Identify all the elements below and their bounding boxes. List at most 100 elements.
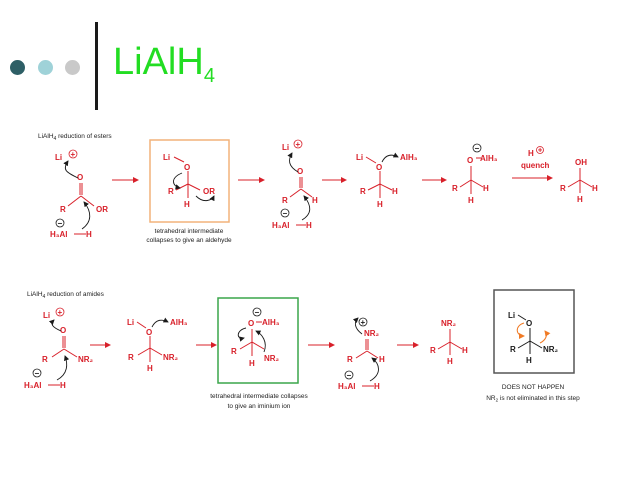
svg-text:Li: Li <box>356 153 363 162</box>
svg-text:H: H <box>392 187 398 196</box>
svg-text:−: − <box>255 308 260 317</box>
svg-text:O: O <box>184 163 190 172</box>
svg-text:O: O <box>77 173 83 182</box>
svg-text:Li: Li <box>163 153 170 162</box>
svg-text:H: H <box>462 346 468 355</box>
svg-text:R: R <box>282 196 288 205</box>
svg-text:R: R <box>42 355 48 364</box>
svg-text:−: − <box>35 369 40 378</box>
svg-text:H: H <box>374 382 380 391</box>
svg-text:R: R <box>60 205 66 214</box>
svg-text:R: R <box>560 184 566 193</box>
svg-text:H₃Al: H₃Al <box>338 382 355 391</box>
svg-text:+: + <box>538 146 543 155</box>
amine-product: NR₂ R H H <box>430 319 468 366</box>
svg-text:H: H <box>447 357 453 366</box>
bullet-dot-dark <box>10 60 25 75</box>
svg-text:H₃Al: H₃Al <box>272 221 289 230</box>
svg-text:OR: OR <box>96 205 108 214</box>
svg-text:H: H <box>577 195 583 204</box>
svg-text:H: H <box>86 230 92 239</box>
does-not-happen-structure: Li O R NR₂ H <box>508 311 559 365</box>
svg-text:−: − <box>58 219 63 228</box>
svg-text:AlH₃: AlH₃ <box>400 153 418 162</box>
esters-caption-1: tetrahedral intermediate <box>155 228 224 235</box>
svg-text:H: H <box>468 196 474 205</box>
svg-text:O: O <box>248 319 254 328</box>
svg-text:H: H <box>526 356 532 365</box>
svg-text:R: R <box>430 346 436 355</box>
amides-section: LiAlH4 reduction of amides Li + O R NR₂ … <box>24 289 580 410</box>
esters-section: LiAlH4 reduction of esters Li + O R OR −… <box>38 133 598 244</box>
svg-text:NR₂: NR₂ <box>364 329 380 338</box>
esters-heading: LiAlH4 reduction of esters <box>38 133 112 142</box>
aldehyde-molecule: Li + O R H − H₃Al H <box>272 139 318 230</box>
svg-text:NR₂: NR₂ <box>163 353 179 362</box>
svg-text:O: O <box>146 328 152 337</box>
svg-text:OR: OR <box>203 187 215 196</box>
svg-text:NR₂: NR₂ <box>441 319 457 328</box>
svg-text:R: R <box>452 184 458 193</box>
svg-text:O: O <box>60 326 66 335</box>
svg-text:R: R <box>168 187 174 196</box>
svg-text:R: R <box>360 187 366 196</box>
svg-text:R: R <box>347 355 353 364</box>
svg-text:H: H <box>528 149 534 158</box>
svg-text:AlH₃: AlH₃ <box>262 318 280 327</box>
esters-caption-2: collapses to give an aldehyde <box>146 237 232 244</box>
svg-text:+: + <box>296 140 301 149</box>
svg-text:AlH₃: AlH₃ <box>170 318 188 327</box>
svg-text:H: H <box>184 200 190 209</box>
amide-alkoxide: Li O AlH₃ R NR₂ H <box>127 317 188 373</box>
svg-text:Li: Li <box>55 153 62 162</box>
svg-text:H: H <box>306 221 312 230</box>
svg-text:H: H <box>147 364 153 373</box>
alcohol-product: OH R H H <box>560 158 598 204</box>
amide-molecule: Li + O R NR₂ − H₃Al H <box>24 307 94 390</box>
ester-tetrahedral-intermediate: Li O R OR H <box>163 153 215 209</box>
svg-text:H: H <box>312 196 318 205</box>
svg-text:H₃Al: H₃Al <box>50 230 67 239</box>
svg-text:H: H <box>483 184 489 193</box>
svg-text:O: O <box>526 319 532 328</box>
svg-text:OH: OH <box>575 158 587 167</box>
title-divider <box>95 22 98 110</box>
svg-text:Li: Li <box>282 143 289 152</box>
svg-text:NR₂: NR₂ <box>78 355 94 364</box>
svg-text:NR₂: NR₂ <box>543 345 559 354</box>
svg-text:+: + <box>58 308 63 317</box>
svg-text:Li: Li <box>43 311 50 320</box>
svg-text:−: − <box>283 209 288 218</box>
svg-text:H: H <box>379 355 385 364</box>
amides-heading: LiAlH4 reduction of amides <box>27 291 105 300</box>
ester-molecule: Li + O R OR − H₃Al H <box>50 149 108 239</box>
does-not-happen-box <box>493 289 575 374</box>
aluminum-alkoxide: − AlH₃ O R H H <box>452 143 498 205</box>
amides-caption-1: tetrahedral intermediate collapses <box>210 393 308 400</box>
svg-text:−: − <box>347 371 352 380</box>
alkoxide-li: Li O AlH₃ R H H <box>356 152 418 209</box>
esters-intermediate-box <box>149 139 230 223</box>
does-not-happen-label: DOES NOT HAPPEN <box>502 384 565 391</box>
svg-text:+: + <box>71 150 76 159</box>
svg-text:R: R <box>128 353 134 362</box>
bullet-dot-gray <box>65 60 80 75</box>
quench-step: H + quench <box>512 146 553 181</box>
amides-intermediate-box <box>217 297 299 384</box>
svg-text:O: O <box>297 167 303 176</box>
svg-text:AlH₃: AlH₃ <box>480 154 498 163</box>
bullet-dot-light <box>38 60 53 75</box>
slide-title: LiAlH4 <box>113 41 215 87</box>
svg-text:R: R <box>510 345 516 354</box>
amides-caption-2: to give an iminium ion <box>228 403 291 410</box>
svg-text:+: + <box>361 318 366 327</box>
amide-tetrahedral-intermediate: − AlH₃ O R NR₂ H <box>231 307 280 368</box>
svg-text:quench: quench <box>521 161 550 170</box>
svg-text:NR₂: NR₂ <box>264 354 280 363</box>
svg-text:Li: Li <box>508 311 515 320</box>
svg-text:H: H <box>249 359 255 368</box>
iminium-ion: + NR₂ R H − H₃Al H <box>338 317 385 391</box>
svg-text:R: R <box>231 347 237 356</box>
svg-text:H: H <box>377 200 383 209</box>
